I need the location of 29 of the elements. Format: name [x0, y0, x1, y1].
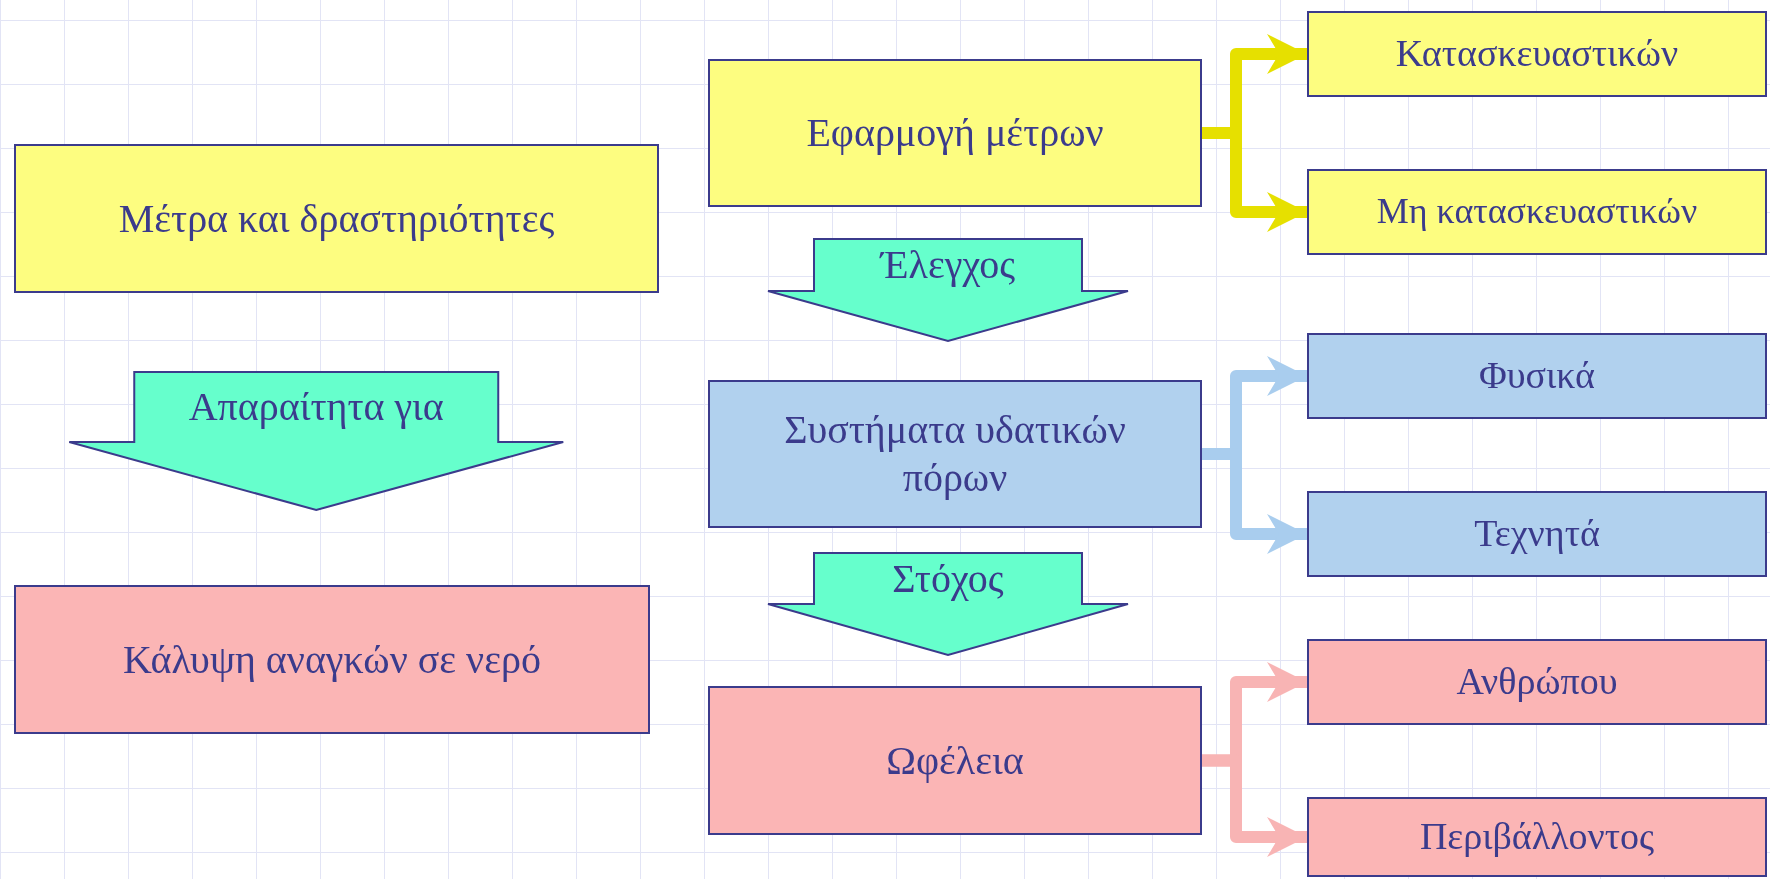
box-label: Εφαρμογή μέτρων — [806, 109, 1104, 157]
process-box — [14, 585, 650, 734]
process-box — [14, 144, 659, 293]
box-label: Φυσικά — [1479, 353, 1595, 399]
arrow — [1202, 754, 1307, 857]
edge-label: Στόχος — [891, 554, 1005, 603]
block-arrow — [767, 552, 1129, 657]
box-label: Κάλυψη αναγκών σε νερό — [123, 635, 541, 684]
block-arrow — [68, 371, 565, 512]
box-label: Ωφέλεια — [886, 736, 1024, 785]
box-label: Συστήματα υδατικών πόρων — [783, 406, 1127, 502]
edge-label: Απαραίτητα για — [187, 383, 445, 431]
edge-label: Έλεγχος — [878, 241, 1017, 289]
box-label: Ανθρώπου — [1456, 659, 1618, 705]
process-box — [1307, 333, 1767, 419]
process-box — [1307, 169, 1767, 255]
box-label: Κατασκευαστικών — [1395, 31, 1679, 77]
process-box — [708, 380, 1202, 528]
process-box — [708, 686, 1202, 835]
process-box — [1307, 639, 1767, 725]
block-arrow — [767, 238, 1129, 343]
box-label: Μέτρα και δραστηριότητες — [118, 194, 555, 243]
process-box — [1307, 11, 1767, 97]
box-label: Μη κατασκευαστικών — [1376, 190, 1698, 234]
box-label: Τεχνητά — [1474, 511, 1600, 557]
box-label: Περιβάλλοντος — [1419, 814, 1655, 860]
process-box — [708, 59, 1202, 207]
process-box — [1307, 797, 1767, 877]
process-box — [1307, 491, 1767, 577]
